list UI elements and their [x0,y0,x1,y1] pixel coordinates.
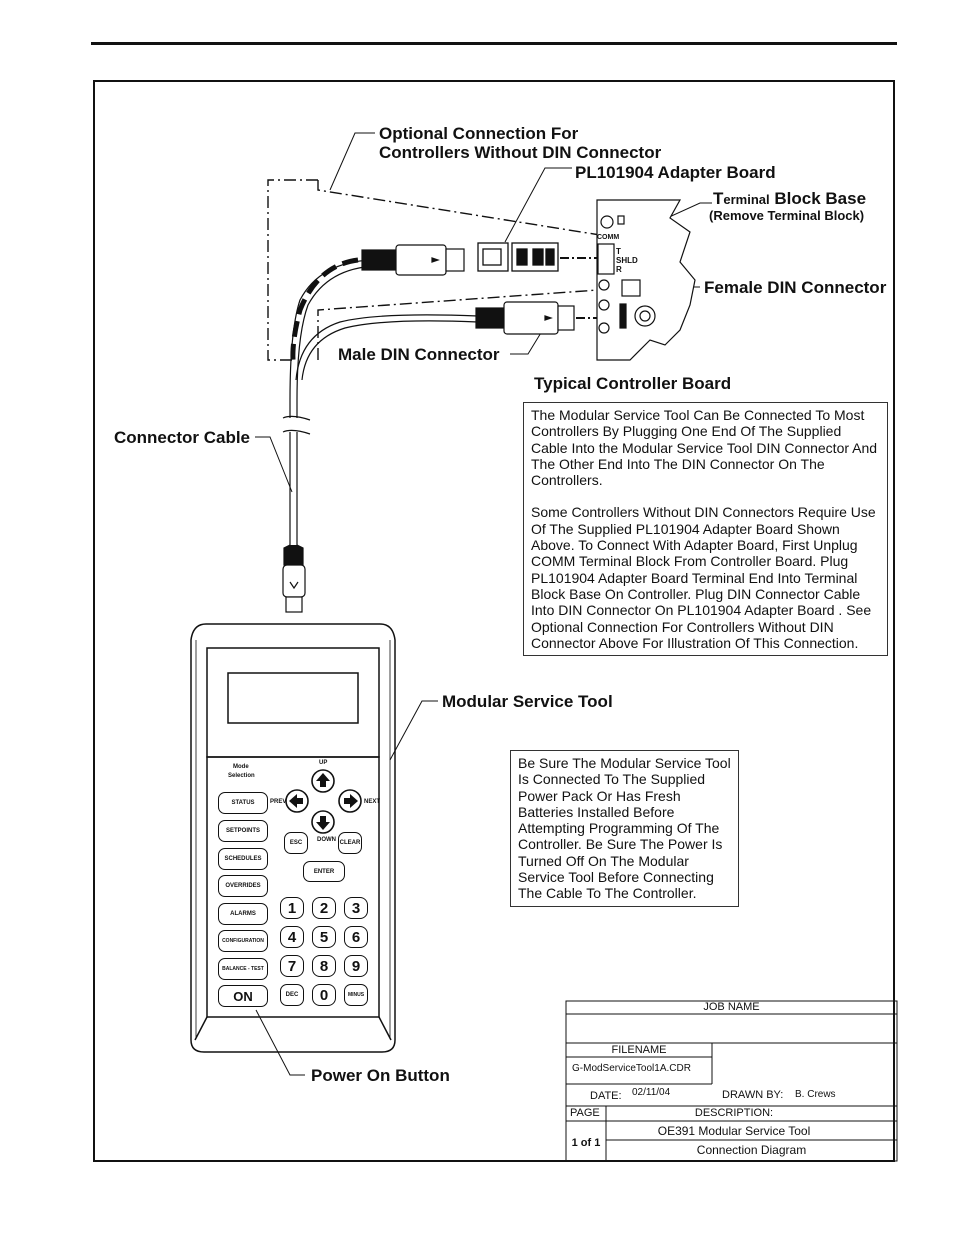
date-value: 02/11/04 [632,1087,671,1098]
schedules-button[interactable]: SCHEDULES [218,848,268,870]
title-block [565,1000,898,1162]
power-leader [255,1009,305,1076]
drawn-by-label: DRAWN BY: [722,1089,784,1101]
up-label: UP [319,760,328,766]
page-label: PAGE [570,1107,600,1119]
optional-connection-label-2: Controllers Without DIN Connector [379,143,662,162]
terminal-block-base-label: Terminal Block Base [713,189,866,209]
male-din-label: Male DIN Connector [338,345,500,364]
clear-button[interactable]: CLEAR [338,832,362,854]
drawing-frame [93,80,895,1162]
mode-label-1: Mode [233,764,249,770]
digit-7-button[interactable]: 7 [280,955,304,977]
optional-leader [329,132,375,191]
instructions-paragraph-2: Some Controllers Without DIN Connectors … [531,504,876,651]
up-arrow-button[interactable] [311,772,335,792]
terminal-r-label: R [616,265,622,274]
down-arrow-button[interactable] [311,812,335,832]
power-on-label: Power On Button [311,1066,450,1085]
overrides-button[interactable]: OVERRIDES [218,875,268,897]
filename-label: FILENAME [611,1044,667,1056]
block-base-text: Block Base [774,189,867,208]
instructions-paragraph-1: The Modular Service Tool Can Be Connecte… [531,407,878,489]
digit-3-button[interactable]: 3 [344,897,368,919]
typical-board-label: Typical Controller Board [534,374,732,393]
terminal-shld-label: SHLD [616,256,638,265]
esc-button[interactable]: ESC [284,832,308,854]
connector-cable-label: Connector Cable [114,428,251,447]
prev-arrow-button[interactable] [285,792,309,812]
job-name-label: JOB NAME [703,1001,760,1013]
female-din-label: Female DIN Connector [704,278,887,297]
next-arrow-button[interactable] [338,792,362,812]
digit-6-button[interactable]: 6 [344,926,368,948]
connector-cable [289,259,479,545]
adapter-leader [504,167,572,243]
digit-5-button[interactable]: 5 [312,926,336,948]
comm-label: COMM [597,234,620,241]
description-line-1: OE391 Modular Service Tool [657,1124,811,1138]
cable-leader [255,436,293,493]
setpoints-button[interactable]: SETPOINTS [218,820,268,842]
configuration-button[interactable]: CONFIGURATION [218,930,268,952]
terminal-t: T [713,189,724,208]
optional-din-plug [361,244,465,276]
alarms-button[interactable]: ALARMS [218,903,268,925]
minus-button[interactable]: MINUS [344,984,368,1006]
dec-button[interactable]: DEC [280,984,304,1006]
connection-instructions-note: The Modular Service Tool Can Be Connecte… [523,402,888,656]
enter-button[interactable]: ENTER [303,861,345,882]
digit-9-button[interactable]: 9 [344,955,368,977]
digit-1-button[interactable]: 1 [280,897,304,919]
optional-connection-label-1: Optional Connection For [379,124,579,143]
remove-terminal-block-label: (Remove Terminal Block) [709,208,865,223]
warning-note: Be Sure The Modular Service Tool Is Conn… [510,750,739,907]
terminal-t-label: T [616,247,621,256]
modular-tool-label: Modular Service Tool [442,692,613,711]
drawn-by-value: B. Crews [795,1089,836,1100]
description-line-2: Connection Diagram [696,1143,807,1157]
digit-2-button[interactable]: 2 [312,897,336,919]
description-label: DESCRIPTION: [694,1107,774,1119]
adapter-board [477,242,559,272]
down-label: DOWN [317,837,336,843]
on-button[interactable]: ON [218,985,268,1007]
digit-4-button[interactable]: 4 [280,926,304,948]
digit-0-button[interactable]: 0 [312,984,336,1006]
prev-label: PREV [270,799,287,805]
header-rule [91,42,897,45]
service-tool-body [190,623,396,1053]
controller-board [596,199,696,361]
tool-din-plug [282,544,306,613]
mode-label-2: Selection [228,773,255,779]
tool-leader [389,700,438,761]
adapter-board-label: PL101904 Adapter Board [575,163,776,182]
page-value: 1 of 1 [571,1137,601,1149]
date-label: DATE: [590,1090,622,1102]
digit-8-button[interactable]: 8 [312,955,336,977]
next-label: NEXT [364,799,381,805]
male-din-plug [475,301,575,335]
status-button[interactable]: STATUS [218,792,268,814]
balance-test-button[interactable]: BALANCE - TEST [218,958,268,980]
filename-value: G-ModServiceTool1A.CDR [572,1063,691,1074]
terminal-rest: erminal [723,192,770,207]
